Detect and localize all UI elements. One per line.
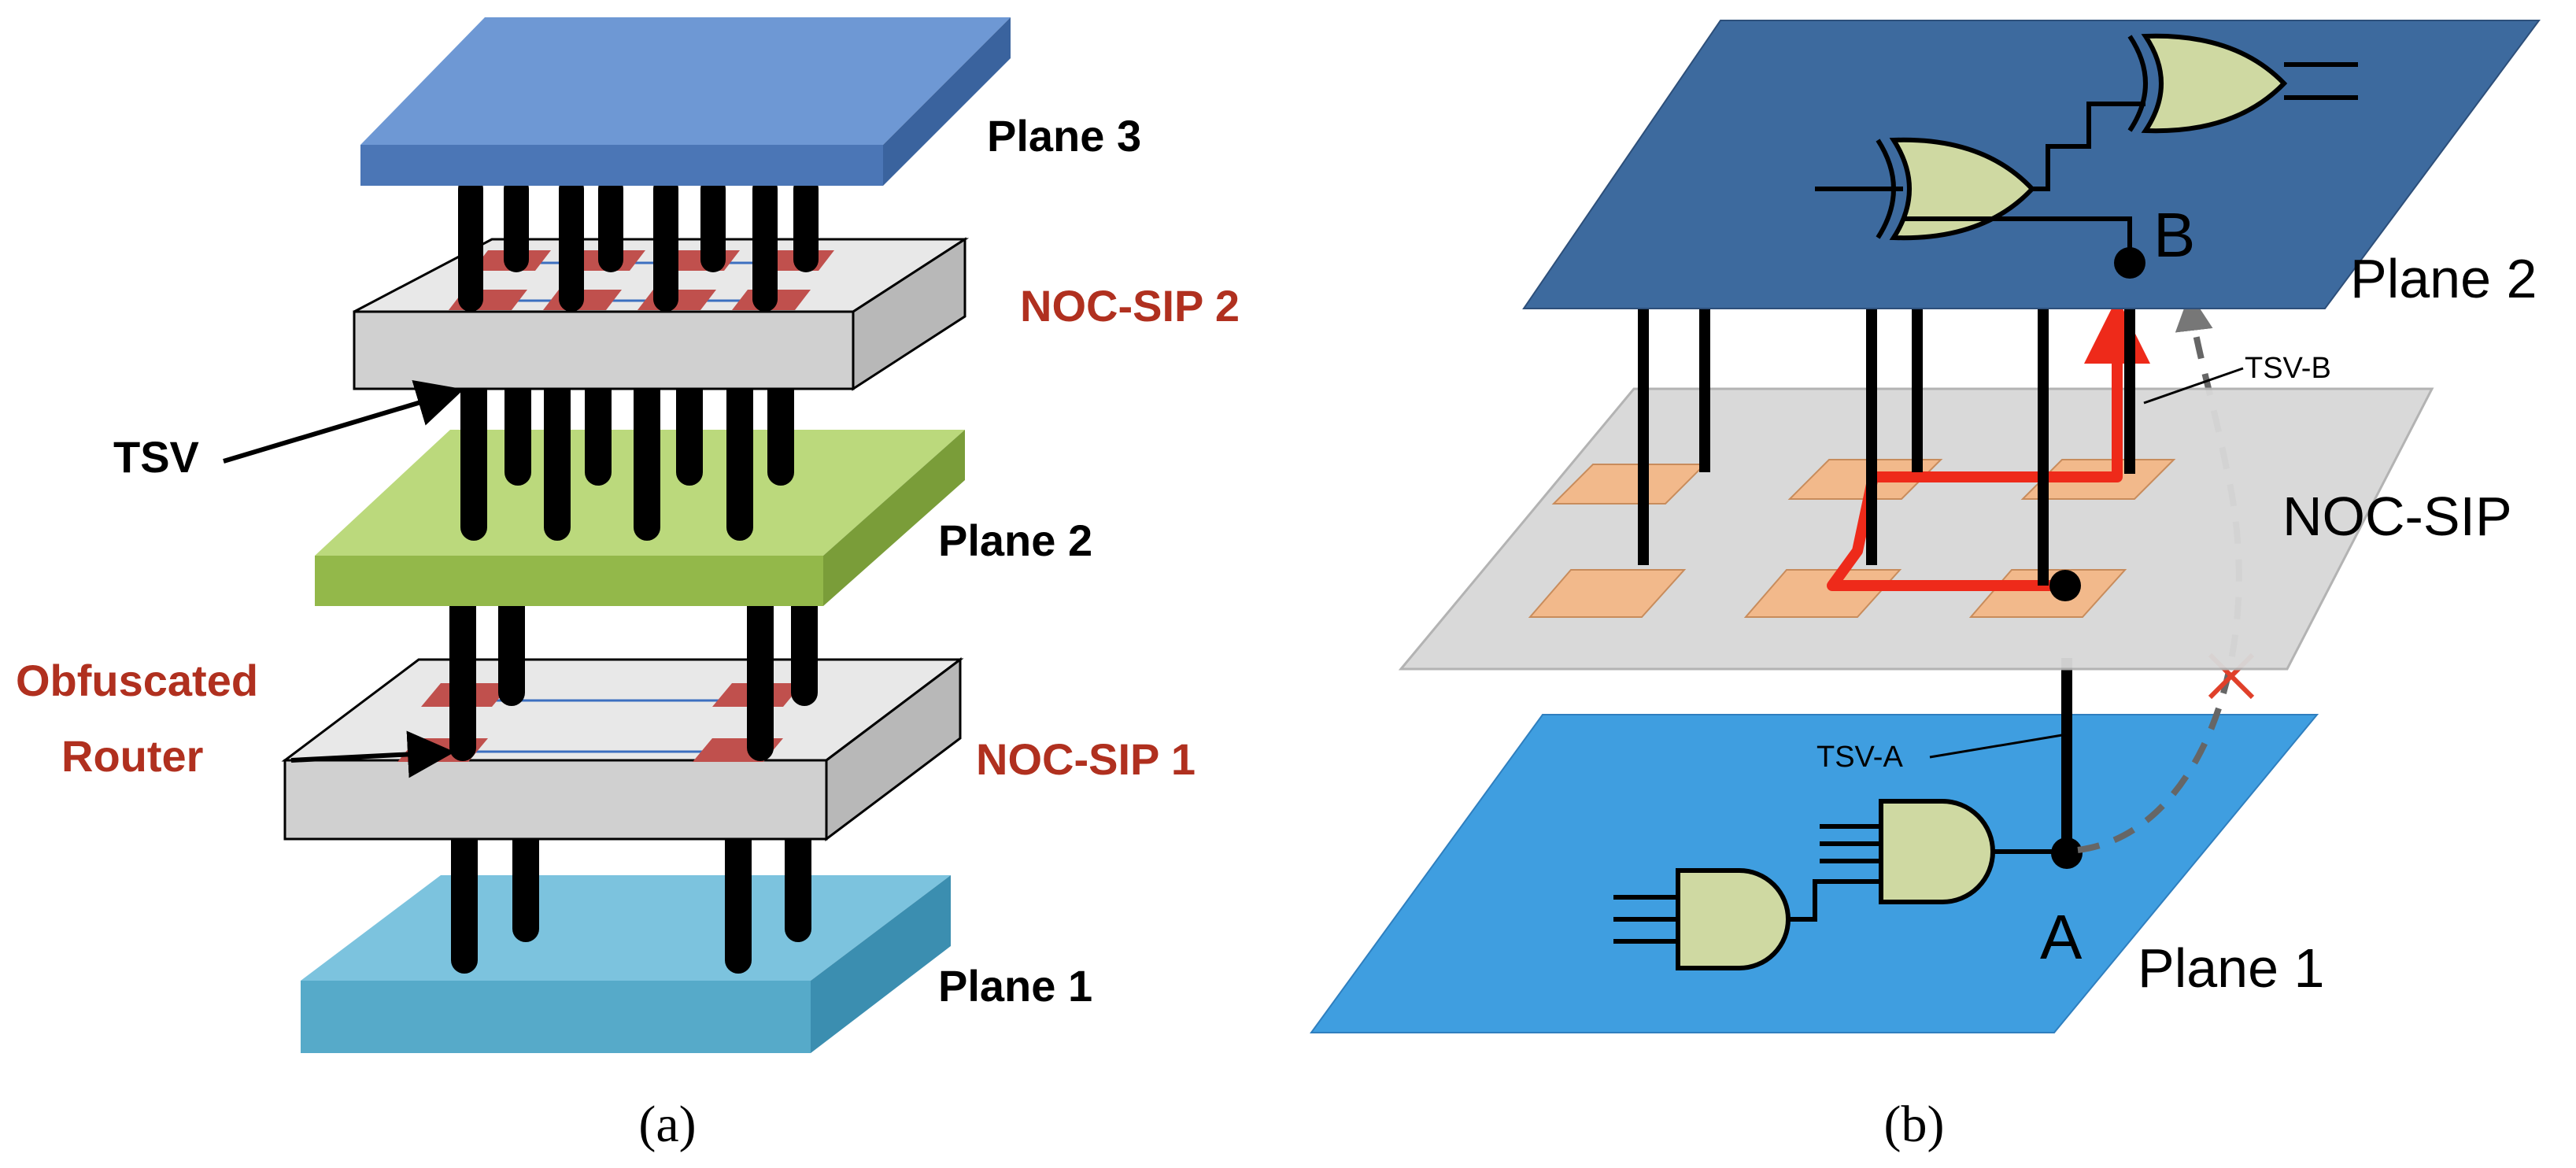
label-plane-1-b: Plane 1 — [2138, 937, 2324, 999]
label-point-b: B — [2153, 200, 2195, 270]
router — [1551, 464, 1707, 505]
label-obfuscated-line2: Router — [61, 731, 203, 781]
label-point-a: A — [2040, 902, 2083, 972]
label-plane-3: Plane 3 — [987, 111, 1141, 161]
b-tsv-group — [1638, 299, 2135, 586]
b-plane-2 — [1522, 20, 2541, 309]
label-plane-2-a: Plane 2 — [938, 516, 1092, 565]
label-tsv: TSV — [113, 432, 199, 482]
plane-3-slab — [360, 17, 1011, 186]
label-plane-2-b: Plane 2 — [2350, 248, 2537, 309]
point-b-dot — [2114, 247, 2145, 279]
route-start-dot — [2049, 570, 2081, 601]
tsv-a-leader — [1929, 734, 2063, 759]
panel-a: Plane 3 NOC-SIP 2 TSV Plane 2 Obfuscated… — [16, 17, 1240, 1153]
label-nocsip-2: NOC-SIP 2 — [1020, 281, 1240, 331]
caption-b: (b) — [1884, 1096, 1945, 1153]
panel-b: B Plane 2 TSV-B NOC-SIP TSV-A A Plane 1 … — [1310, 20, 2541, 1153]
tsv-b-leader — [2143, 367, 2244, 405]
router — [1787, 459, 1943, 500]
caption-a: (a) — [638, 1096, 696, 1153]
tsv-group-nocsip2 — [458, 176, 819, 312]
b-input-wire — [1903, 216, 2132, 260]
label-obfuscated-line1: Obfuscated — [16, 656, 258, 705]
point-a-dot — [2051, 837, 2083, 869]
label-plane-1-a: Plane 1 — [938, 961, 1092, 1011]
tsv-arrow — [223, 380, 464, 464]
label-tsv-b: TSV-B — [2245, 352, 2331, 385]
label-nocsip-1: NOC-SIP 1 — [976, 734, 1196, 784]
plane-1-slab — [301, 875, 951, 1053]
and-gate-small — [1613, 868, 1881, 970]
tsv-group-nocsip1 — [449, 585, 818, 761]
router — [1528, 569, 1687, 618]
xor-gate-left — [1815, 102, 2145, 241]
red-route — [1827, 298, 2150, 591]
xor-gate-right — [2127, 33, 2358, 134]
tsv-group-plane1 — [451, 797, 811, 974]
router-arrow — [290, 730, 455, 778]
label-tsv-a: TSV-A — [1817, 741, 1903, 774]
nocsip-1-slab — [281, 656, 964, 842]
label-nocsip: NOC-SIP — [2282, 486, 2512, 547]
